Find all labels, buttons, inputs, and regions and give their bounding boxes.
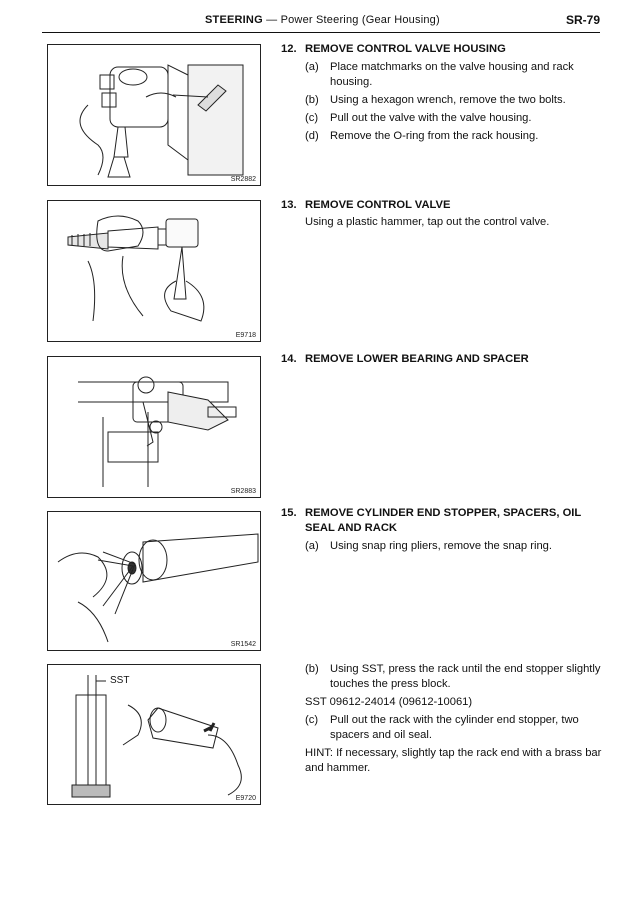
step-heading: 13. REMOVE CONTROL VALVE xyxy=(281,198,603,213)
step-item: (b) Using a hexagon wrench, remove the t… xyxy=(281,93,603,108)
step-number: 15. xyxy=(281,507,297,519)
step-13: 13. REMOVE CONTROL VALVE Using a plastic… xyxy=(281,198,603,230)
step-title: REMOVE LOWER BEARING AND SPACER xyxy=(305,353,529,365)
step-heading: 14. REMOVE LOWER BEARING AND SPACER xyxy=(281,352,603,367)
item-text: Using SST, press the rack until the end … xyxy=(330,663,601,690)
header-title: STEERING — Power Steering (Gear Housing) xyxy=(205,14,440,26)
figure-valve-housing: SR2882 xyxy=(47,44,261,186)
item-text: Place matchmarks on the valve housing an… xyxy=(330,61,574,88)
step-heading: 15. REMOVE CYLINDER END STOPPER, SPACERS… xyxy=(281,506,603,536)
figure-lower-bearing: SR2883 xyxy=(47,356,261,498)
figure-code: SR2882 xyxy=(230,176,256,183)
item-text: Using snap ring pliers, remove the snap … xyxy=(330,540,552,552)
step-item: (c) Pull out the valve with the valve ho… xyxy=(281,111,603,126)
step-number: 13. xyxy=(281,199,297,211)
figure-valve-housing-drawing xyxy=(79,64,244,178)
step-item: (c) Pull out the rack with the cylinder … xyxy=(281,713,603,743)
item-label: (c) xyxy=(305,112,319,124)
step-number: 12. xyxy=(281,43,297,55)
figure-sst-press: SST E9720 xyxy=(47,664,261,805)
item-text: Pull out the rack with the cylinder end … xyxy=(330,714,579,741)
hint-text: HINT: If necessary, slightly tap the rac… xyxy=(305,747,602,774)
figure-sst-press-drawing xyxy=(71,675,242,798)
header-subsection: Power Steering (Gear Housing) xyxy=(280,14,440,26)
step-text: Using a plastic hammer, tap out the cont… xyxy=(305,216,550,228)
figure-snap-ring: SR1542 xyxy=(47,511,261,651)
page-header: STEERING — Power Steering (Gear Housing)… xyxy=(42,10,600,33)
step-title: REMOVE CYLINDER END STOPPER, SPACERS, OI… xyxy=(305,507,582,534)
step-title: REMOVE CONTROL VALVE xyxy=(305,199,451,211)
step-item: (a) Using snap ring pliers, remove the s… xyxy=(281,539,603,554)
figure-code: SR2883 xyxy=(230,488,256,495)
item-text: Remove the O-ring from the rack housing. xyxy=(330,130,539,142)
figure-code: E9718 xyxy=(235,332,256,339)
item-label: (b) xyxy=(305,663,319,675)
step-item: (b) Using SST, press the rack until the … xyxy=(281,662,603,692)
step-15: 15. REMOVE CYLINDER END STOPPER, SPACERS… xyxy=(281,506,603,554)
figure-sst-label: SST xyxy=(110,675,130,686)
header-dash: — xyxy=(266,14,278,26)
figure-snap-ring-drawing xyxy=(57,533,259,643)
sst-number: SST 09612-24014 (09612-10061) xyxy=(305,696,473,708)
step-12: 12. REMOVE CONTROL VALVE HOUSING (a) Pla… xyxy=(281,42,603,144)
item-text: Pull out the valve with the valve housin… xyxy=(330,112,532,124)
step-15-continued: (b) Using SST, press the rack until the … xyxy=(281,662,603,776)
figure-code: SR1542 xyxy=(230,641,256,648)
item-text: Using a hexagon wrench, remove the two b… xyxy=(330,94,566,106)
item-label: (a) xyxy=(305,540,319,552)
item-label: (c) xyxy=(305,714,319,726)
step-item: (d) Remove the O-ring from the rack hous… xyxy=(281,129,603,144)
step-number: 14. xyxy=(281,353,297,365)
figure-code: E9720 xyxy=(235,795,256,802)
step-item: (a) Place matchmarks on the valve housin… xyxy=(281,60,603,90)
page-number: SR-79 xyxy=(565,13,600,27)
header-section: STEERING xyxy=(205,14,263,26)
figure-plastic-hammer: E9718 xyxy=(47,200,261,342)
step-heading: 12. REMOVE CONTROL VALVE HOUSING xyxy=(281,42,603,57)
item-label: (a) xyxy=(305,61,319,73)
figure-plastic-hammer-drawing xyxy=(67,215,205,322)
step-14: 14. REMOVE LOWER BEARING AND SPACER xyxy=(281,352,603,367)
item-label: (d) xyxy=(305,130,319,142)
figure-lower-bearing-drawing xyxy=(78,376,237,487)
step-title: REMOVE CONTROL VALVE HOUSING xyxy=(305,43,506,55)
item-label: (b) xyxy=(305,94,319,106)
